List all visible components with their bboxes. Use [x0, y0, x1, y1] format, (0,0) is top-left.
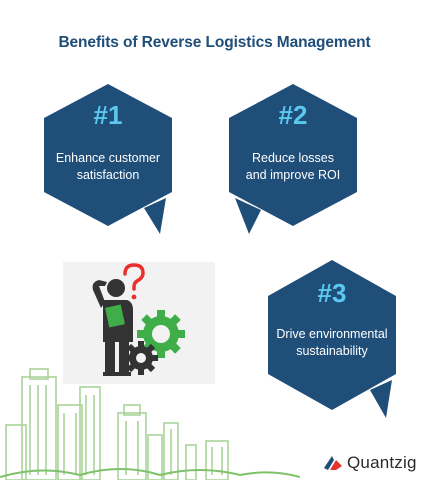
- gears-icon: [124, 310, 185, 375]
- city-skyline: [0, 365, 301, 485]
- benefit-text-line2: sustainability: [296, 344, 368, 358]
- hexagon-shape: [268, 260, 396, 418]
- benefit-number: #1: [93, 100, 123, 130]
- benefit-text-line1: Reduce losses: [252, 151, 334, 165]
- benefit-number: #2: [278, 100, 308, 130]
- hexagon-shape: [44, 84, 172, 234]
- benefit-text-line1: Drive environmental: [276, 327, 388, 341]
- benefit-number: #3: [317, 278, 347, 308]
- brand-logo[interactable]: Quantzig: [322, 452, 417, 474]
- question-mark-icon: [123, 263, 145, 300]
- confused-person-icon: [92, 279, 133, 376]
- quantzig-logo-icon: [324, 456, 342, 470]
- benefit-text-line1: Enhance customer: [55, 151, 161, 165]
- brand-name: Quantzig: [347, 453, 417, 472]
- benefit-text-line2: satisfaction: [76, 168, 140, 182]
- benefit-text-line2: and improve ROI: [245, 168, 341, 182]
- benefit-card-3: #3 Drive environmental sustainability: [264, 256, 400, 418]
- page-title: Benefits of Reverse Logistics Management: [58, 34, 371, 51]
- benefit-card-1: #1 Enhance customer satisfaction: [40, 80, 176, 234]
- illustration-panel: [63, 262, 215, 384]
- hexagon-shape: [229, 84, 357, 234]
- benefit-card-2: #2 Reduce losses and improve ROI: [225, 80, 361, 234]
